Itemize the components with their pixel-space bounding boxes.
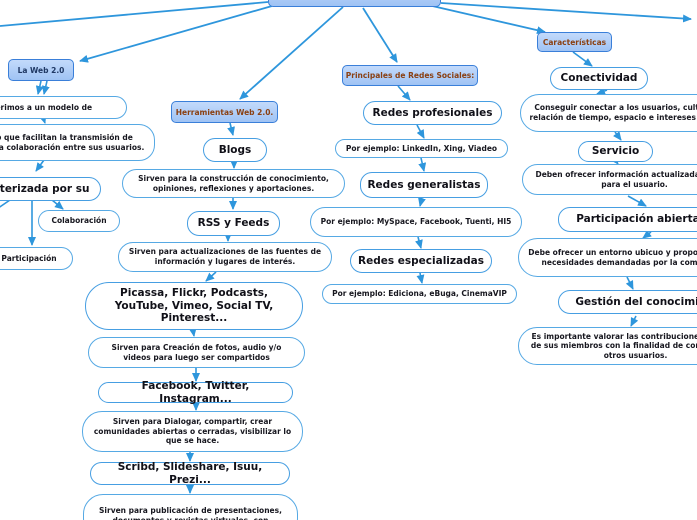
node-redes-especializadas[interactable]: Redes especializadas <box>350 249 492 273</box>
node-participacion-abierta[interactable]: Participación abierta y de calidad <box>558 207 697 232</box>
node-scribd-desc[interactable]: Sirven para publicación de presentacione… <box>83 494 298 520</box>
node-contribuciones-desc[interactable]: Es importante valorar las contribuciones… <box>518 327 697 365</box>
node-participacion[interactable]: Participación <box>0 247 73 270</box>
node-conectividad-desc[interactable]: Conseguir conectar a los usuarios, culti… <box>520 94 697 132</box>
node-principales-redes[interactable]: Principales de Redes Sociales: <box>342 65 478 86</box>
node-redes-gen-desc[interactable]: Por ejemplo: MySpace, Facebook, Tuenti, … <box>310 207 522 237</box>
node-redes-profesionales[interactable]: Redes profesionales <box>363 101 502 125</box>
node-caracteristicas[interactable]: Características <box>537 32 612 52</box>
node-rss-feeds[interactable]: RSS y Feeds <box>187 211 280 236</box>
node-redes-esp-desc[interactable]: Por ejemplo: Ediciona, eBuga, CinemaVIP <box>322 284 517 304</box>
node-caracterizada[interactable]: Caracterizada por su <box>0 177 101 201</box>
node-redes-prof-desc[interactable]: Por ejemplo: LinkedIn, Xing, Viadeo <box>335 139 508 158</box>
node-modelo[interactable]: Nos referimos a un modelo de <box>0 96 127 119</box>
node-herramientas[interactable]: Herramientas Web 2.0. <box>171 101 278 123</box>
node-servicio[interactable]: Servicio <box>578 141 653 162</box>
node-picassa-desc[interactable]: Sirven para Creación de fotos, audio y/o… <box>88 337 305 368</box>
node-colaboracion[interactable]: Colaboración <box>38 210 120 232</box>
node-entorno-desc[interactable]: Debe ofrecer un entorno ubicuo y proporc… <box>518 238 697 277</box>
node-picassa-flickr[interactable]: Picassa, Flickr, Podcasts, YouTube, Vime… <box>85 282 303 330</box>
node-gestion-conocimiento[interactable]: Gestión del conocimiento <box>558 290 697 314</box>
node-scribd-slideshare[interactable]: Scribd, Slideshare, Isuu, Prezi... <box>90 461 290 486</box>
node-paginas-web[interactable]: Páginas Web que facilitan la transmisión… <box>0 124 155 161</box>
node-root[interactable] <box>268 0 441 7</box>
node-facebook-desc[interactable]: Sirven para Dialogar, compartir, crear c… <box>82 411 303 452</box>
node-conectividad[interactable]: Conectividad <box>550 67 648 90</box>
node-blogs-desc[interactable]: Sirven para la construcción de conocimie… <box>122 169 345 198</box>
node-la-web[interactable]: La Web 2.0 <box>8 59 74 81</box>
node-blogs[interactable]: Blogs <box>203 138 267 162</box>
node-servicio-desc[interactable]: Deben ofrecer información actualizada y … <box>522 164 697 195</box>
node-facebook-twitter[interactable]: Facebook, Twitter, Instagram... <box>98 380 293 405</box>
node-rss-desc[interactable]: Sirven para actualizaciones de las fuent… <box>118 242 332 272</box>
node-redes-generalistas[interactable]: Redes generalistas <box>360 172 488 198</box>
